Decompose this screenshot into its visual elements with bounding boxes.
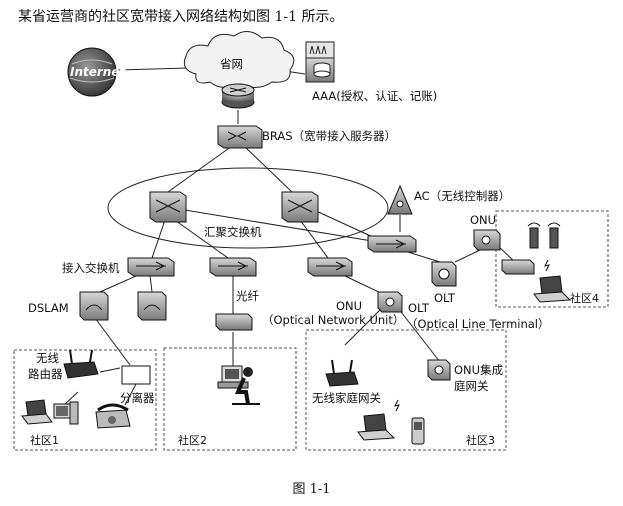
community2-label: 社区2 [178,433,207,447]
access-switch-label: 接入交换机 [62,261,120,275]
intro-text: 某省运营商的社区宽带接入网络结构如图 1-1 所示。 [18,9,344,25]
olt-right-label: OLT [434,291,456,305]
olt-right [431,261,457,287]
bras-device [217,125,263,149]
aaa-label: AAA(授权、认证、记账) [312,89,437,103]
c4-access-points [527,222,561,249]
c1-laptop [21,399,53,425]
c1-wireless-router [63,349,99,379]
c3-laptop [357,413,396,441]
c1-router-label-1: 无线 [36,351,59,365]
olt-mid [377,291,403,313]
onu-top [473,229,501,251]
community3-label: 社区3 [466,433,495,447]
c3-onu-gateway [427,359,451,381]
c3-wireless-gateway [325,359,359,387]
aggregation-ring [107,167,389,249]
community4-box [495,210,609,308]
community-boxes [13,210,609,451]
c4-switch [501,259,535,275]
bras-label: BRAS（宽带接入服务器） [262,129,396,143]
community1-label: 社区1 [30,433,59,447]
c1-router-label-2: 路由器 [28,367,63,381]
c1-splitter [121,365,151,385]
onu-top-label: ONU [470,213,496,227]
community1-box [13,349,157,451]
wireless-gateway-label: 无线家庭网关 [312,391,381,405]
fiber-label: 光纤 [236,289,259,303]
aaa-server [305,41,335,83]
agg-switch-right [281,191,319,223]
c2-switch [215,313,253,331]
c3-wireless-icon [394,399,400,412]
c4-wireless-icon [544,259,550,272]
community3-box [305,329,507,451]
community2-box [163,347,297,451]
province-cloud: 省网 [183,31,295,88]
links [63,67,516,406]
onu-full-label: （Optical Network Unit） [262,313,404,327]
dslam-label: DSLAM [28,301,69,315]
dslam-left [79,291,109,321]
c1-desktop [53,401,79,425]
internet-label: Internet [70,65,126,79]
figure-caption: 图 1-1 [292,482,331,497]
access-switch-left [127,257,175,277]
c2-user-workstation [217,365,260,405]
access-switch-mid [209,257,257,277]
ac-controller [387,184,413,215]
agg-switch-left [149,191,187,223]
ac-switch [367,235,417,253]
c3-mobile-phone [411,417,425,445]
ac-label: AC（无线控制器） [414,189,510,203]
onu-gateway-label-2: 庭网关 [454,379,489,393]
internet-globe: Internet [67,47,126,97]
c4-laptop [533,275,572,303]
splitter-label: 分离器 [120,391,155,405]
community4-label: 社区4 [570,291,599,305]
aggregation-label: 汇聚交换机 [204,225,262,239]
province-net-label: 省网 [220,57,243,71]
olt-full-label: （Optical Line Terminal） [406,317,550,331]
access-switch-right [307,257,353,277]
c1-phone [95,403,131,429]
onu-gateway-label-1: ONU集成 [454,363,504,377]
olt-mid-label: OLT [408,301,430,315]
dslam-right [137,291,167,321]
core-router [221,83,255,109]
onu-mid-label: ONU [336,299,362,313]
